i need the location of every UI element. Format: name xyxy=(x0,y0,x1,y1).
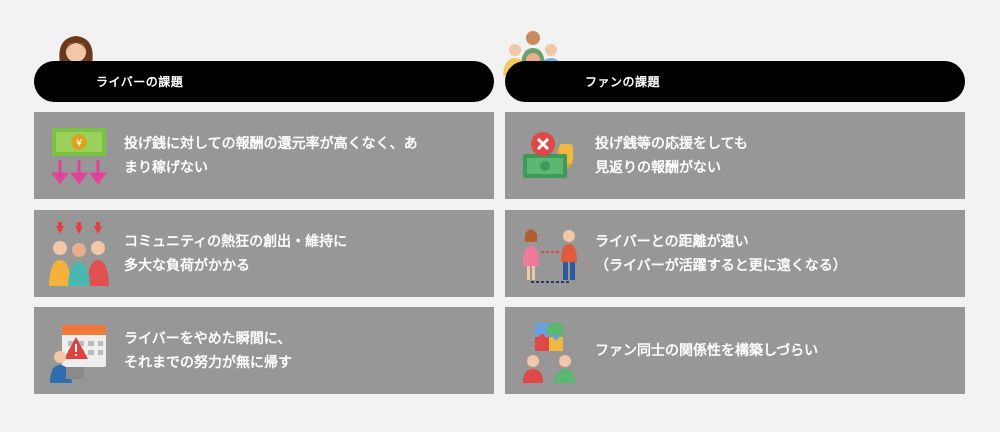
issue-card: ファン同士の関係性を構築しづらい xyxy=(505,307,965,394)
liver-issues-header: ライバーの課題 xyxy=(34,61,494,102)
issue-text: ファン同士の関係性を構築しづらい xyxy=(595,342,819,359)
header-title: ファンの課題 xyxy=(585,75,661,89)
issue-card: コミュニティの熱狂の創出・維持に 多大な負荷がかかる xyxy=(34,210,494,297)
issue-text: ライバーとの距離が遠い （ライバーが活躍すると更に遠くなる） xyxy=(595,233,847,274)
issue-card: ライバーとの距離が遠い （ライバーが活躍すると更に遠くなる） xyxy=(505,210,965,297)
calendar-warning-icon xyxy=(46,319,112,383)
issue-card: ライバーをやめた瞬間に、 それまでの努力が無に帰す xyxy=(34,307,494,394)
issue-text: 投げ銭に対しての報酬の還元率が高くなく、あ まり稼げない xyxy=(124,135,418,176)
puzzle-people-icon xyxy=(517,319,583,383)
header-title: ライバーの課題 xyxy=(96,75,184,89)
money-cancel-icon xyxy=(517,124,583,188)
distance-people-icon xyxy=(517,222,583,286)
people-pressure-icon xyxy=(46,221,112,286)
issue-card: 投げ銭等の応援をしても 見返りの報酬がない xyxy=(505,112,965,199)
money-down-arrows-icon: ¥ xyxy=(46,124,112,188)
issue-text: コミュニティの熱狂の創出・維持に 多大な負荷がかかる xyxy=(124,233,348,274)
svg-text:¥: ¥ xyxy=(76,138,82,149)
issue-card: ¥ 投げ銭に対しての報酬の還元率が高くなく、あ まり稼げない xyxy=(34,112,494,199)
fan-issues-header: ファンの課題 xyxy=(505,61,965,102)
issue-text: ライバーをやめた瞬間に、 それまでの努力が無に帰す xyxy=(124,330,292,371)
issue-text: 投げ銭等の応援をしても 見返りの報酬がない xyxy=(595,135,748,176)
